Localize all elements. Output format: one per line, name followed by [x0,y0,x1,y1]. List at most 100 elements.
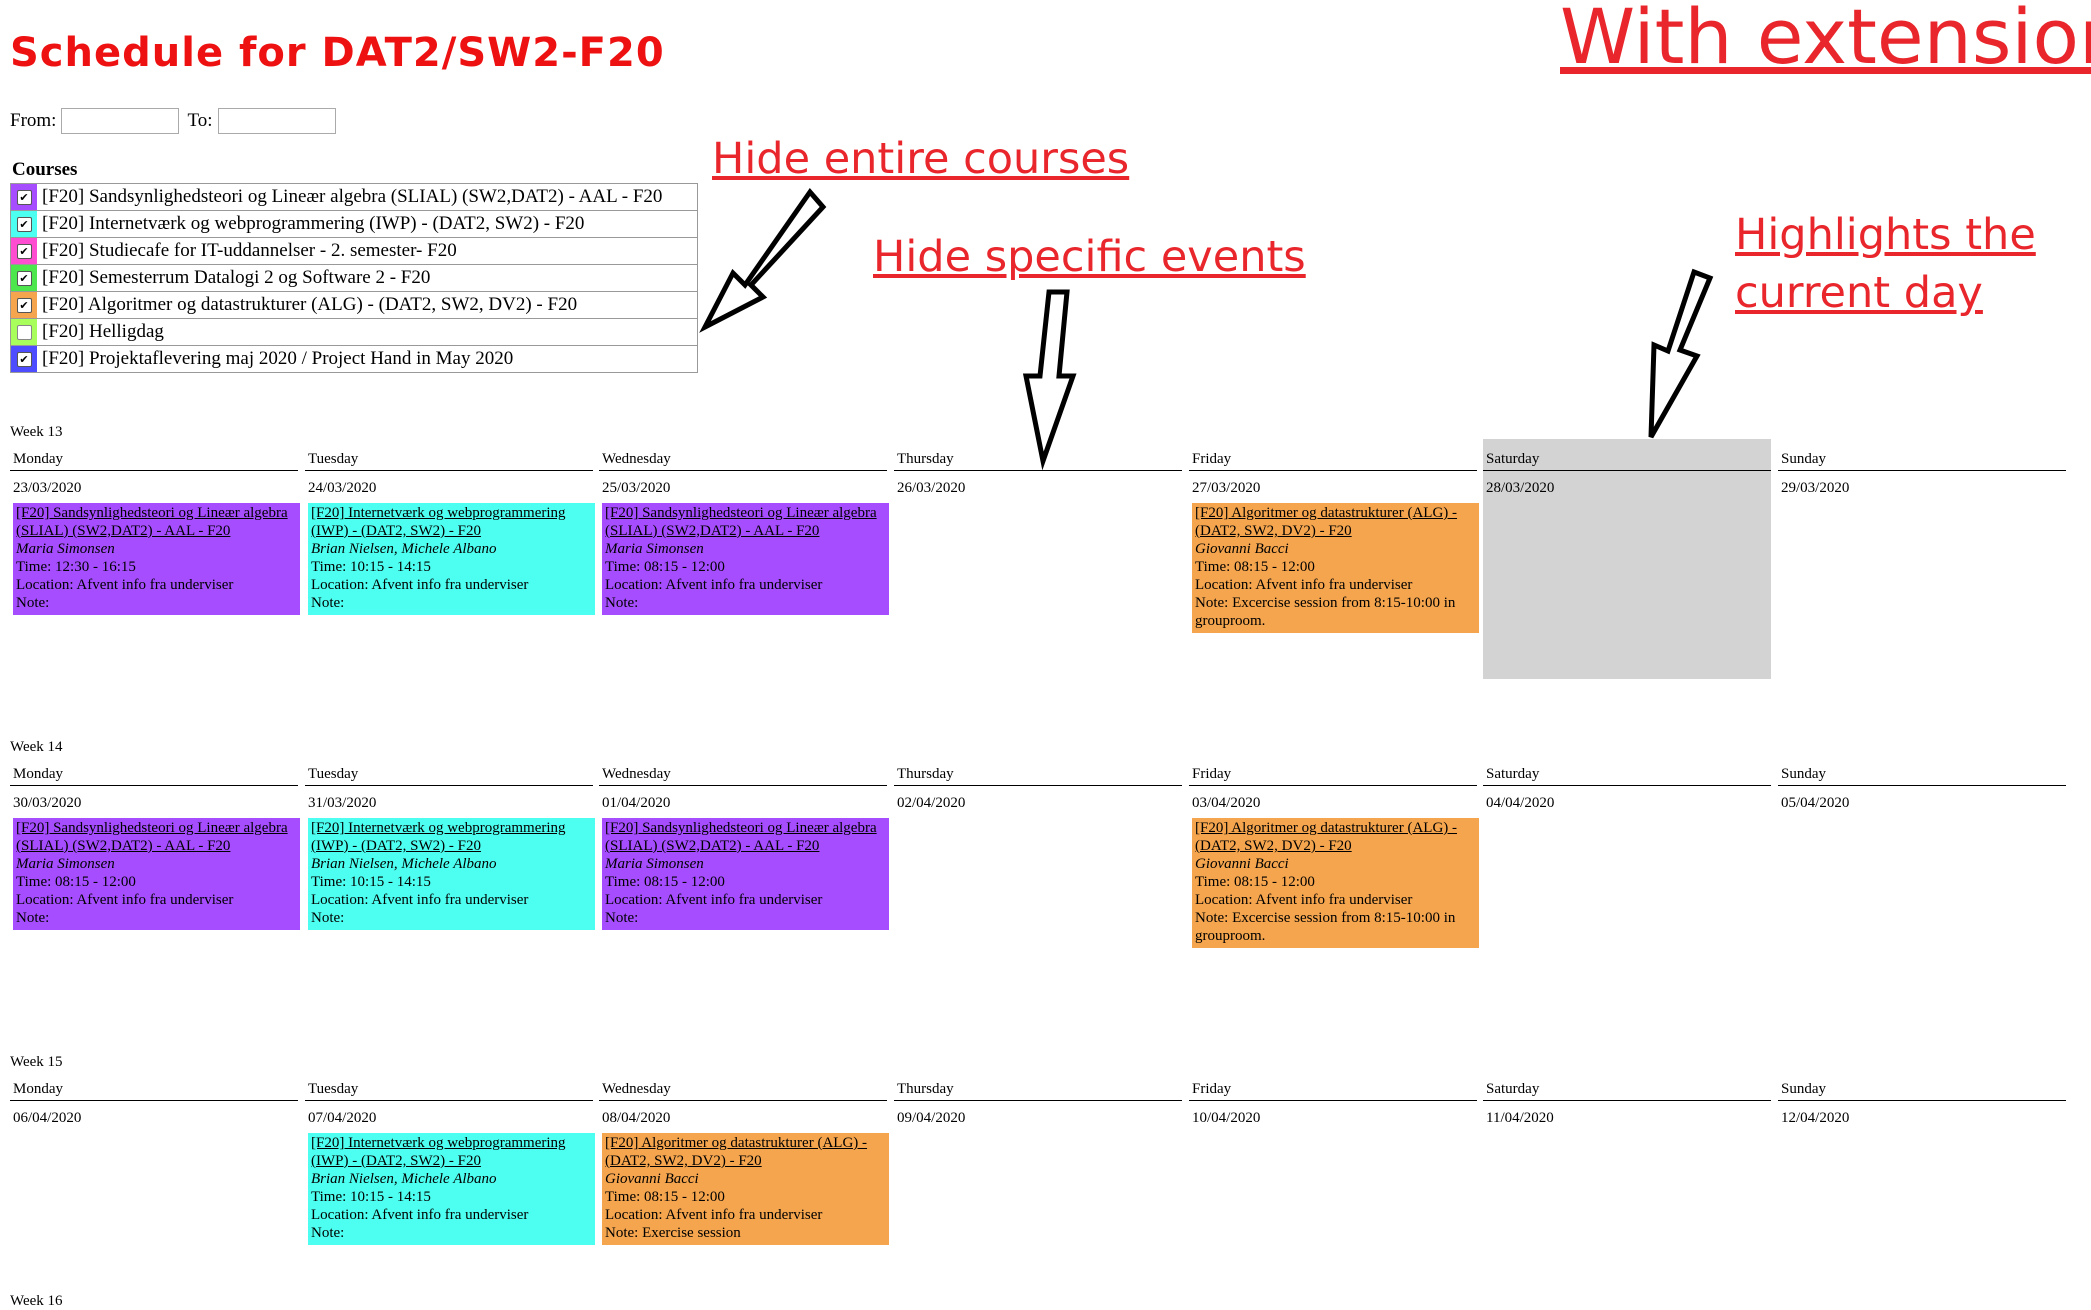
course-row[interactable]: ✔ [F20] Internetværk og webprogrammering … [11,210,697,237]
event-title-link[interactable]: [F20] Internetværk og webprogrammering (… [311,820,566,854]
event-note: Note: [16,595,50,611]
day-cell-today: Saturday 28/03/2020 [1483,439,1771,679]
event-note: Note: [605,595,639,611]
event-card[interactable]: [F20] Algoritmer og datastrukturer (ALG)… [602,1133,889,1245]
event-card[interactable]: [F20] Internetværk og webprogrammering (… [308,818,595,930]
course-label: [F20] Semesterrum Datalogi 2 og Software… [42,267,431,288]
event-title-link[interactable]: [F20] Sandsynlighedsteori og Lineær alge… [605,820,877,854]
course-row[interactable]: ✔ [F20] Studiecafe for IT-uddannelser - 2… [11,237,697,264]
event-title-link[interactable]: [F20] Algoritmer og datastrukturer (ALG)… [605,1135,868,1169]
annotation-highlight-line2: current day [1735,268,1983,318]
day-name: Saturday [1483,449,1771,471]
course-row[interactable]: ✔ [F20] Algoritmer og datastrukturer (ALG… [11,291,697,318]
from-date-input[interactable] [61,108,180,134]
event-title-link[interactable]: [F20] Internetværk og webprogrammering (… [311,505,566,539]
event-note: Note: Excercise session from 8:15-10:00 … [1195,595,1456,629]
event-title-link[interactable]: [F20] Algoritmer og datastrukturer (ALG)… [1195,820,1458,854]
course-checkbox[interactable]: ✔ [16,324,32,340]
event-card[interactable]: [F20] Sandsynlighedsteori og Lineær alge… [13,818,300,930]
event-location: Location: Afvent info fra underviser [311,892,529,908]
event-title-link[interactable]: [F20] Sandsynlighedsteori og Lineær alge… [16,820,288,854]
event-note: Note: [605,910,639,926]
event-title-link[interactable]: [F20] Sandsynlighedsteori og Lineær alge… [605,505,877,539]
event-title-link[interactable]: [F20] Algoritmer og datastrukturer (ALG)… [1195,505,1458,539]
day-name: Saturday [1483,764,1771,786]
day-date: 07/04/2020 [308,1110,377,1126]
course-row[interactable]: ✔ [F20] Helligdag [11,318,697,345]
course-checkbox[interactable]: ✔ [16,243,32,259]
day-date: 31/03/2020 [308,795,377,811]
event-location: Location: Afvent info fra underviser [605,892,823,908]
event-location: Location: Afvent info fra underviser [311,1207,529,1223]
day-date: 25/03/2020 [602,480,671,496]
day-date: 09/04/2020 [897,1110,966,1126]
event-card[interactable]: [F20] Sandsynlighedsteori og Lineær alge… [13,503,300,615]
course-checkbox[interactable]: ✔ [16,270,32,286]
course-label: [F20] Internetværk og webprogrammering (… [42,213,585,234]
course-color-swatch: ✔ [11,265,37,291]
day-name: Friday [1189,1079,1477,1101]
course-checkbox[interactable]: ✔ [16,297,32,313]
course-color-swatch: ✔ [11,184,37,210]
event-card[interactable]: [F20] Algoritmer og datastrukturer (ALG)… [1192,503,1479,633]
course-row[interactable]: ✔ [F20] Projektaflevering maj 2020 / Proj… [11,345,697,372]
event-time: Time: 12:30 - 16:15 [16,559,136,575]
day-name: Thursday [894,764,1182,786]
event-title-link[interactable]: [F20] Internetværk og webprogrammering (… [311,1135,566,1169]
event-card[interactable]: [F20] Internetværk og webprogrammering (… [308,1133,595,1245]
course-row[interactable]: ✔[F20] Sandsynlighedsteori og Lineær alg… [11,184,697,210]
course-color-swatch: ✔ [11,292,37,318]
event-teacher: Maria Simonsen [16,541,115,557]
week-label: Week 14 [10,739,63,755]
day-date: 11/04/2020 [1486,1110,1554,1126]
from-label: From: [10,110,57,131]
day-cell: Saturday 04/04/2020 [1483,754,1771,994]
event-time: Time: 08:15 - 12:00 [605,559,725,575]
day-date: 28/03/2020 [1486,480,1555,496]
event-location: Location: Afvent info fra underviser [605,1207,823,1223]
event-card[interactable]: [F20] Sandsynlighedsteori og Lineær alge… [602,818,889,930]
course-label: [F20] Studiecafe for IT-uddannelser - 2.… [42,240,457,261]
day-date: 12/04/2020 [1781,1110,1850,1126]
event-time: Time: 10:15 - 14:15 [311,559,431,575]
event-location: Location: Afvent info fra underviser [605,577,823,593]
day-name: Thursday [894,449,1182,471]
event-time: Time: 08:15 - 12:00 [1195,874,1315,890]
arrow-hide-events [1022,289,1077,471]
course-checkbox[interactable]: ✔ [16,216,32,232]
event-card[interactable]: [F20] Internetværk og webprogrammering (… [308,503,595,615]
course-label: [F20] Projektaflevering maj 2020 / Proje… [42,348,514,369]
event-title-link[interactable]: [F20] Sandsynlighedsteori og Lineær alge… [16,505,288,539]
event-location: Location: Afvent info fra underviser [1195,892,1413,908]
event-teacher: Giovanni Bacci [1195,541,1289,557]
event-card[interactable]: [F20] Sandsynlighedsteori og Lineær alge… [602,503,889,615]
course-checkbox[interactable]: ✔ [16,189,32,205]
page-title: Schedule for DAT2/SW2-F20 [10,30,665,76]
annotation-hide-courses: Hide entire courses [712,134,1130,184]
event-note: Note: [311,595,345,611]
course-label: [F20] Helligdag [42,321,164,342]
event-teacher: Giovanni Bacci [1195,856,1289,872]
course-checkbox[interactable]: ✔ [16,351,32,367]
course-row[interactable]: ✔ [F20] Semesterrum Datalogi 2 og Softwar… [11,264,697,291]
to-date-input[interactable] [217,108,336,134]
course-label: [F20] Algoritmer og datastrukturer (ALG)… [42,294,578,315]
day-date: 04/04/2020 [1486,795,1555,811]
to-label: To: [187,110,213,131]
event-card[interactable]: [F20] Algoritmer og datastrukturer (ALG)… [1192,818,1479,948]
annotation-hide-events: Hide specific events [873,232,1306,282]
event-time: Time: 08:15 - 12:00 [1195,559,1315,575]
annotation-with-extension: With extension [1560,0,2091,81]
